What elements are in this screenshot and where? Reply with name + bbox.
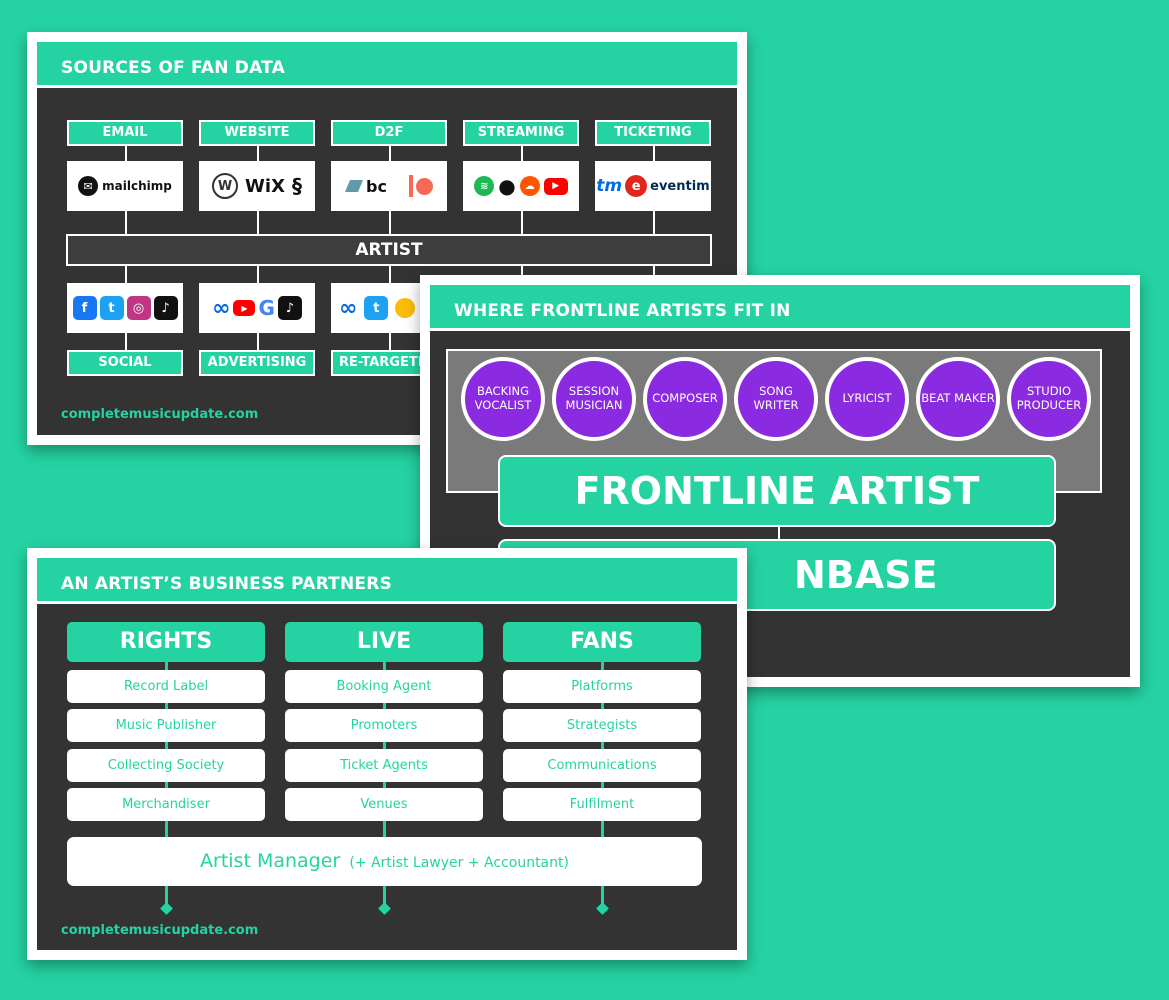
partner-ticket-agents: Ticket Agents: [285, 749, 483, 782]
artist-bar: ARTIST: [66, 234, 712, 266]
partner-record-label: Record Label: [67, 670, 265, 703]
column-head-live: LIVE: [285, 622, 483, 662]
spotify-icon: ≋: [474, 176, 495, 196]
youtube-icon: ▶: [233, 300, 256, 316]
frontline-artist-label: FRONTLINE ARTIST: [574, 469, 980, 513]
category-advertising: ADVERTISING: [199, 350, 315, 376]
logo-box-website: W WiX §: [199, 161, 315, 211]
role-studio-producer: STUDIO PRODUCER: [1007, 357, 1091, 441]
logo-box-social: f t ◎ ♪: [67, 283, 183, 333]
partner-strategists: Strategists: [503, 709, 701, 742]
slide-fan-data-frame: SOURCES OF FAN DATA EMAIL WEBSITE D2F ST…: [37, 42, 737, 435]
slide-business-partners-header: AN ARTIST’S BUSINESS PARTNERS: [37, 558, 737, 604]
site-footer: completemusicupdate.com: [61, 407, 259, 422]
partner-communications: Communications: [503, 749, 701, 782]
connector-line: [601, 658, 604, 913]
role-beat-maker: BEAT MAKER: [916, 357, 1000, 441]
artist-manager-box: Artist Manager (+ Artist Lawyer + Accoun…: [67, 837, 702, 886]
category-ticketing: TICKETING: [595, 120, 711, 146]
logo-box-ticketing: tm e eventim: [595, 161, 711, 211]
squarespace-icon: §: [291, 174, 302, 198]
slide-business-partners-title: AN ARTIST’S BUSINESS PARTNERS: [61, 574, 392, 594]
slide-frontline-title: WHERE FRONTLINE ARTISTS FIT IN: [454, 301, 791, 321]
connector-line: [165, 658, 168, 913]
mailchimp-wordmark: mailchimp: [102, 179, 172, 193]
role-composer: COMPOSER: [643, 357, 727, 441]
column-head-rights: RIGHTS: [67, 622, 265, 662]
role-song-writer: SONG WRITER: [734, 357, 818, 441]
category-email: EMAIL: [67, 120, 183, 146]
arrow-diamond-icon: [378, 902, 391, 915]
category-streaming: STREAMING: [463, 120, 579, 146]
patreon-bar-icon: [408, 175, 413, 197]
category-d2f: D2F: [331, 120, 447, 146]
slide-frontline-header: WHERE FRONTLINE ARTISTS FIT IN: [430, 285, 1130, 331]
apple-icon: ●: [498, 174, 516, 198]
tiktok-icon: ♪: [277, 296, 302, 320]
fanbase-label: NBASE: [794, 553, 938, 597]
twitter-icon: t: [364, 296, 389, 320]
logo-box-advertising: ∞ ▶ G ♪: [199, 283, 315, 333]
soundcloud-icon: ☁: [519, 176, 540, 196]
eventim-wordmark: eventim: [650, 178, 710, 194]
twitter-icon: t: [99, 296, 124, 320]
slide-fan-data-title: SOURCES OF FAN DATA: [61, 58, 285, 78]
site-footer: completemusicupdate.com: [61, 923, 259, 938]
google-icon: [395, 298, 416, 318]
logo-box-streaming: ≋ ● ☁ ▶: [463, 161, 579, 211]
slide-fan-data: SOURCES OF FAN DATA EMAIL WEBSITE D2F ST…: [27, 32, 747, 445]
meta-icon: ∞: [339, 295, 358, 321]
category-social: SOCIAL: [67, 350, 183, 376]
partner-merchandiser: Merchandiser: [67, 788, 265, 821]
frontline-artist-bar: FRONTLINE ARTIST: [498, 455, 1056, 527]
mailchimp-icon: ✉: [78, 176, 99, 196]
instagram-icon: ◎: [126, 296, 151, 320]
partner-promoters: Promoters: [285, 709, 483, 742]
bandcamp-icon: bc: [345, 177, 387, 196]
artist-label: ARTIST: [355, 240, 423, 260]
partner-venues: Venues: [285, 788, 483, 821]
youtube-icon: ▶: [543, 177, 568, 195]
partner-booking-agent: Booking Agent: [285, 670, 483, 703]
ticketmaster-wordmark: tm: [596, 176, 623, 196]
facebook-icon: f: [72, 296, 97, 320]
connector-line: [383, 658, 386, 913]
bandcamp-shape-icon: [345, 180, 364, 192]
slide-business-partners-frame: AN ARTIST’S BUSINESS PARTNERS RIGHTS LIV…: [37, 558, 737, 950]
eventim-e-icon: e: [625, 175, 648, 197]
category-website: WEBSITE: [199, 120, 315, 146]
slide-fan-data-header: SOURCES OF FAN DATA: [37, 42, 737, 88]
partner-fulfilment: Fulfilment: [503, 788, 701, 821]
tiktok-icon: ♪: [153, 296, 178, 320]
arrow-diamond-icon: [596, 902, 609, 915]
google-icon: G: [258, 296, 275, 320]
role-backing-vocalist: BACKING VOCALIST: [461, 357, 545, 441]
meta-icon: ∞: [212, 295, 231, 321]
wordpress-icon: W: [212, 173, 239, 199]
artist-manager-label: Artist Manager: [200, 850, 341, 872]
partner-music-publisher: Music Publisher: [67, 709, 265, 742]
arrow-diamond-icon: [160, 902, 173, 915]
bandcamp-wordmark: bc: [366, 176, 387, 196]
slide-business-partners: AN ARTIST’S BUSINESS PARTNERS RIGHTS LIV…: [27, 548, 747, 960]
logo-box-email: ✉ mailchimp: [67, 161, 183, 211]
partner-platforms: Platforms: [503, 670, 701, 703]
wix-wordmark: WiX: [245, 175, 285, 197]
patreon-dot-icon: [415, 177, 433, 195]
partner-collecting-society: Collecting Society: [67, 749, 265, 782]
artist-manager-extra: (+ Artist Lawyer + Accountant): [349, 855, 569, 871]
role-lyricist: LYRICIST: [825, 357, 909, 441]
logo-box-d2f: bc: [331, 161, 447, 211]
role-session-musician: SESSION MUSICIAN: [552, 357, 636, 441]
column-head-fans: FANS: [503, 622, 701, 662]
patreon-icon: [408, 175, 433, 197]
